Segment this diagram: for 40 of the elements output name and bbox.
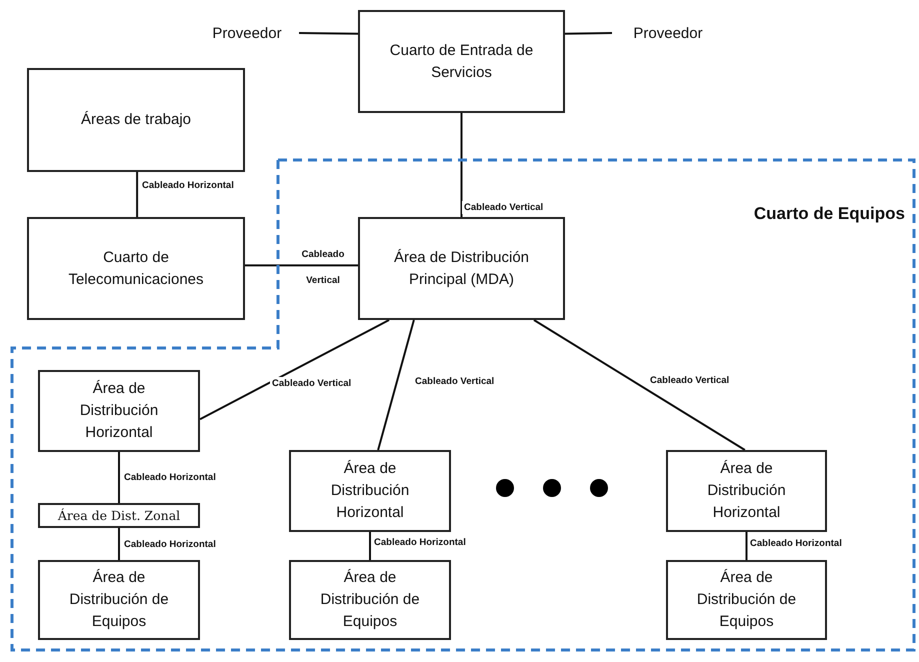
box-label: Área de Distribución de Equipos <box>319 568 421 632</box>
process-box <box>27 217 245 320</box>
connector-line <box>136 172 138 217</box>
box-label: Áreas de trabajo <box>80 110 192 130</box>
process-box <box>358 217 565 320</box>
process-box <box>358 10 565 113</box>
connector-line <box>118 452 120 503</box>
region-title: Cuarto de Equipos <box>754 204 905 224</box>
connector-line <box>369 532 371 560</box>
connector-line <box>118 528 120 560</box>
box-label: Cuarto de Entrada de Servicios <box>388 40 534 82</box>
text-label: Proveedor <box>612 22 724 44</box>
box-label: Área de Distribución Horizontal <box>78 379 160 443</box>
process-box <box>666 560 827 640</box>
connector-line <box>533 319 746 451</box>
text-label: Proveedor <box>195 22 299 44</box>
process-box <box>289 450 451 532</box>
connector-line <box>746 532 748 560</box>
box-label: Área de Distribución de Equipos <box>68 568 170 632</box>
connector-line <box>245 264 358 266</box>
edge-label: Cableado Vertical <box>300 248 346 288</box>
process-box <box>38 503 200 528</box>
process-box <box>289 560 451 640</box>
box-label: Área de Distribución Horizontal <box>706 459 787 523</box>
box-label: Área de Distribución Principal (MDA) <box>392 248 530 290</box>
box-label: Cuarto de Telecomunicaciones <box>67 248 205 290</box>
process-box <box>38 370 200 452</box>
process-box <box>666 450 827 532</box>
connector-line <box>298 32 358 35</box>
process-box <box>27 68 245 172</box>
box-label: Área de Distribución Horizontal <box>330 459 410 523</box>
connector-line <box>200 319 390 420</box>
box-label: Área de Distribución de Equipos <box>696 568 798 632</box>
dashed-region <box>12 160 915 650</box>
box-label: Área de Dist. Zonal <box>58 508 180 523</box>
connector-line <box>564 32 612 35</box>
process-box <box>38 560 200 640</box>
connector-line <box>377 320 415 450</box>
edge-label: Cableado Vertical <box>462 201 546 214</box>
connector-line <box>460 113 462 217</box>
